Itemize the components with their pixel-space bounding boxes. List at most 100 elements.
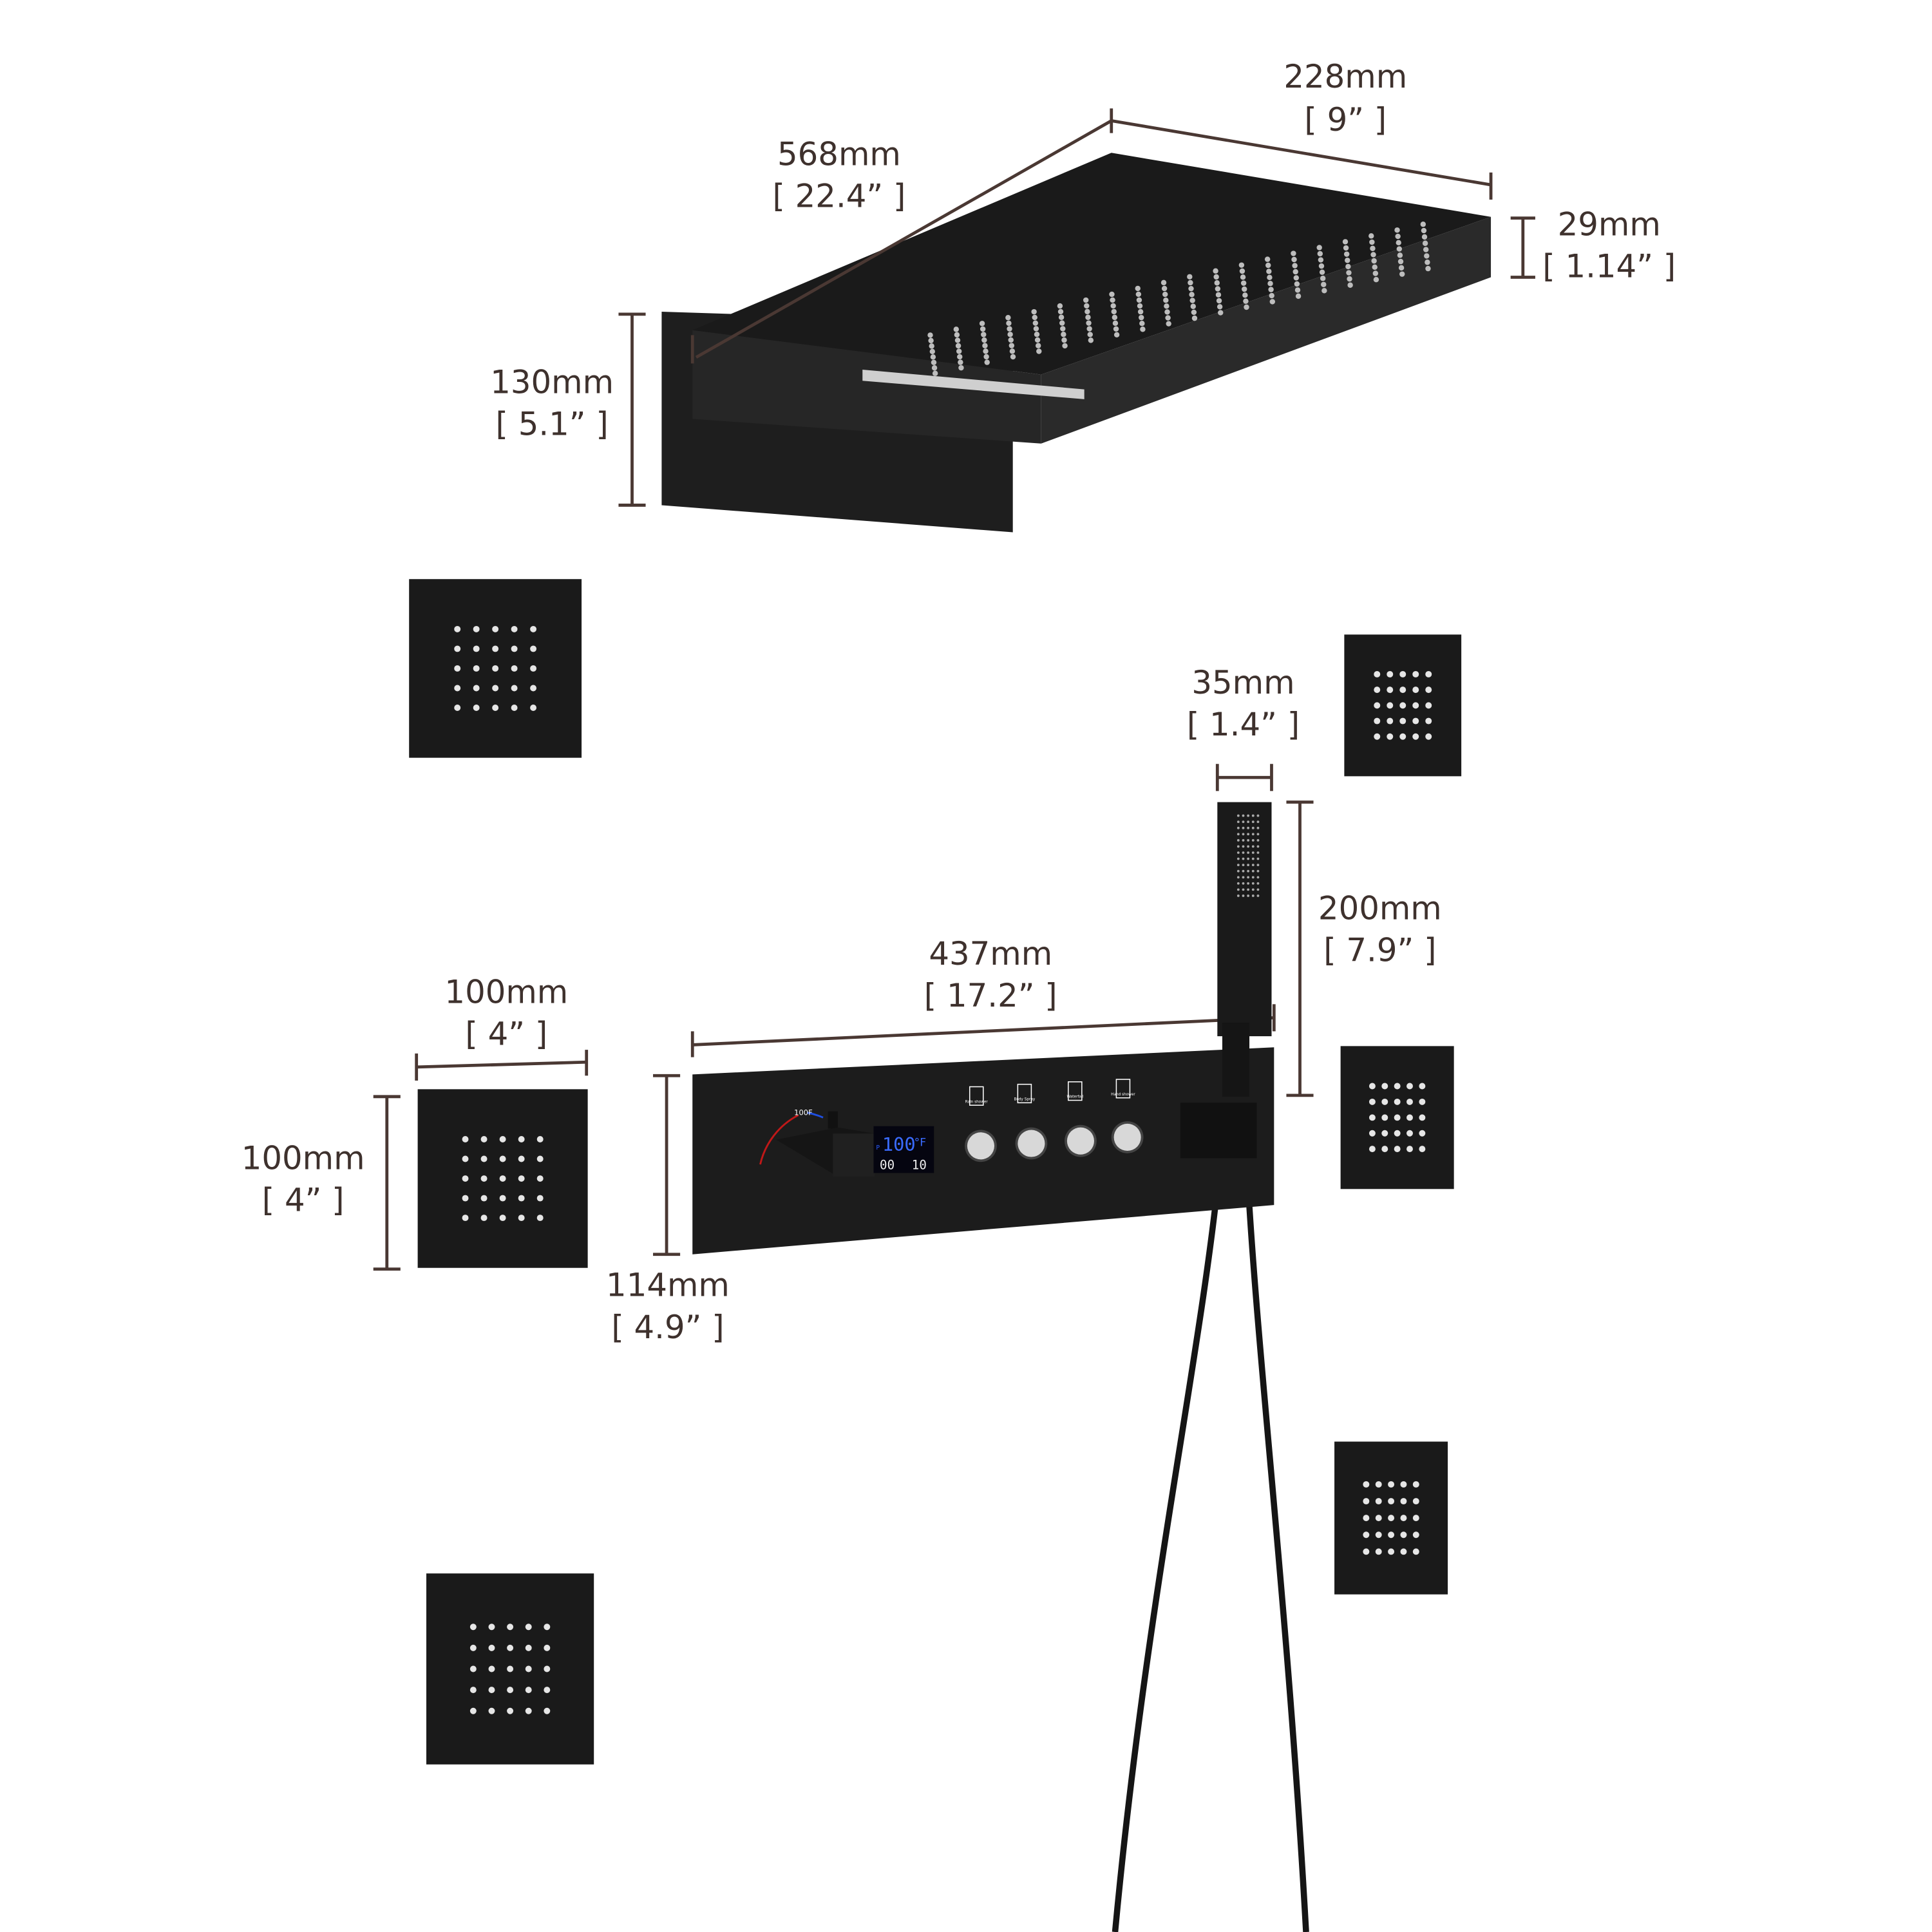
jet-nozzle — [1425, 702, 1432, 709]
nozzle — [957, 354, 963, 360]
nozzle — [1422, 240, 1428, 246]
panel-height-mm: 114mm — [606, 1267, 730, 1304]
nozzle — [1214, 280, 1220, 286]
jet-nozzle — [1388, 1531, 1395, 1539]
jet-nozzle — [1368, 1114, 1376, 1121]
nozzle — [929, 343, 934, 349]
nozzle — [1033, 326, 1039, 332]
nozzle — [931, 359, 937, 365]
nozzle — [932, 370, 938, 376]
jet-nozzle — [492, 685, 499, 692]
nozzle — [1191, 315, 1198, 321]
hand-nozzle — [1242, 814, 1245, 817]
nozzle — [1034, 337, 1041, 343]
jet-nozzle — [507, 1624, 514, 1631]
nozzle — [1062, 343, 1068, 349]
nozzle — [1161, 285, 1168, 292]
nozzle — [954, 337, 961, 343]
jet-nozzle — [1412, 1531, 1419, 1539]
jet-nozzle — [1368, 1083, 1376, 1090]
jet-nozzle — [462, 1195, 469, 1202]
nozzle — [928, 337, 934, 344]
nozzle — [1188, 285, 1194, 292]
nozzle — [1160, 279, 1167, 286]
jet-nozzle — [1399, 702, 1406, 709]
jet-nozzle — [1399, 733, 1406, 740]
jet-nozzle — [1399, 687, 1406, 694]
hand-nozzle — [1251, 826, 1255, 829]
jet-nozzle — [1400, 1498, 1407, 1505]
body-jets — [409, 579, 1462, 1765]
jet-nozzle — [473, 625, 480, 632]
hand-nozzle — [1247, 882, 1250, 885]
button-2[interactable]: Waterfall — [1065, 1081, 1097, 1157]
jet-nozzle — [1363, 1531, 1370, 1539]
nozzle — [1346, 270, 1352, 276]
body-jet — [1334, 1441, 1448, 1595]
jet-nozzle — [507, 1644, 514, 1651]
jet-nozzle — [525, 1624, 532, 1631]
hand-nozzle — [1242, 820, 1245, 824]
nozzle — [1165, 315, 1171, 321]
hand-nozzle — [1256, 820, 1260, 824]
hand-nozzle — [1242, 895, 1245, 897]
jet-nozzle — [1375, 1515, 1382, 1522]
hand-nozzle — [1247, 876, 1250, 879]
nozzle — [1191, 309, 1197, 316]
hand-nozzle — [1236, 820, 1240, 824]
nozzle — [954, 332, 960, 338]
jet-nozzle — [462, 1155, 469, 1162]
jet-nozzle — [469, 1665, 477, 1672]
hand-nozzle — [1256, 869, 1260, 873]
nozzle — [930, 354, 936, 360]
hand-nozzle — [1247, 820, 1250, 824]
jet-nozzle — [1388, 1481, 1395, 1488]
hand-shower[interactable] — [1180, 802, 1272, 1159]
jet-nozzle — [1412, 717, 1419, 724]
hand-nozzle — [1247, 888, 1250, 891]
jet-nozzle — [511, 665, 518, 672]
nozzle — [958, 359, 963, 365]
jet-nozzle — [1375, 1548, 1382, 1555]
nozzle — [1242, 286, 1247, 292]
jet-nozzle — [1387, 670, 1394, 677]
jet-nozzle — [544, 1707, 551, 1714]
hand-shower-width-mm: 35mm — [1191, 664, 1294, 701]
jet-nozzle — [1394, 1146, 1401, 1153]
nozzle — [1136, 297, 1142, 303]
nozzle — [1396, 246, 1403, 252]
display-prefix: P — [876, 1144, 880, 1151]
jet-nozzle — [1374, 687, 1381, 694]
nozzle — [1421, 234, 1428, 240]
nozzle — [1087, 332, 1093, 337]
nozzle — [1266, 269, 1272, 274]
hand-nozzle — [1242, 888, 1245, 891]
jet-height-in: [ 4” ] — [262, 1182, 345, 1219]
jet-nozzle — [1368, 1130, 1376, 1137]
nozzle — [1268, 287, 1274, 292]
jet-nozzle — [1381, 1098, 1388, 1105]
nozzle — [1320, 276, 1326, 281]
jet-nozzle — [1412, 702, 1419, 709]
nozzle — [1244, 304, 1249, 310]
jet-nozzle — [1412, 1498, 1419, 1505]
hand-nozzle — [1247, 864, 1250, 867]
nozzle — [958, 365, 964, 371]
jet-nozzle — [1388, 1548, 1395, 1555]
hand-nozzle — [1251, 882, 1255, 885]
jet-nozzle — [469, 1644, 477, 1651]
button-label: Waterfall — [1067, 1095, 1084, 1099]
hand-nozzle — [1242, 876, 1245, 879]
jet-nozzle — [488, 1707, 495, 1714]
thermostat-handle[interactable] — [776, 1111, 875, 1177]
jet-nozzle — [511, 685, 518, 692]
hand-nozzle — [1256, 888, 1260, 891]
button-3[interactable]: Hand shower — [1111, 1079, 1144, 1153]
nozzle — [1007, 326, 1012, 332]
hand-nozzle — [1256, 857, 1260, 860]
rain-head-length-in: [ 22.4” ] — [772, 177, 905, 214]
button-0[interactable]: Rain shower — [965, 1086, 997, 1162]
button-1[interactable]: Body Spray — [1014, 1083, 1048, 1160]
jet-nozzle — [525, 1707, 532, 1714]
hand-nozzle — [1236, 895, 1240, 897]
